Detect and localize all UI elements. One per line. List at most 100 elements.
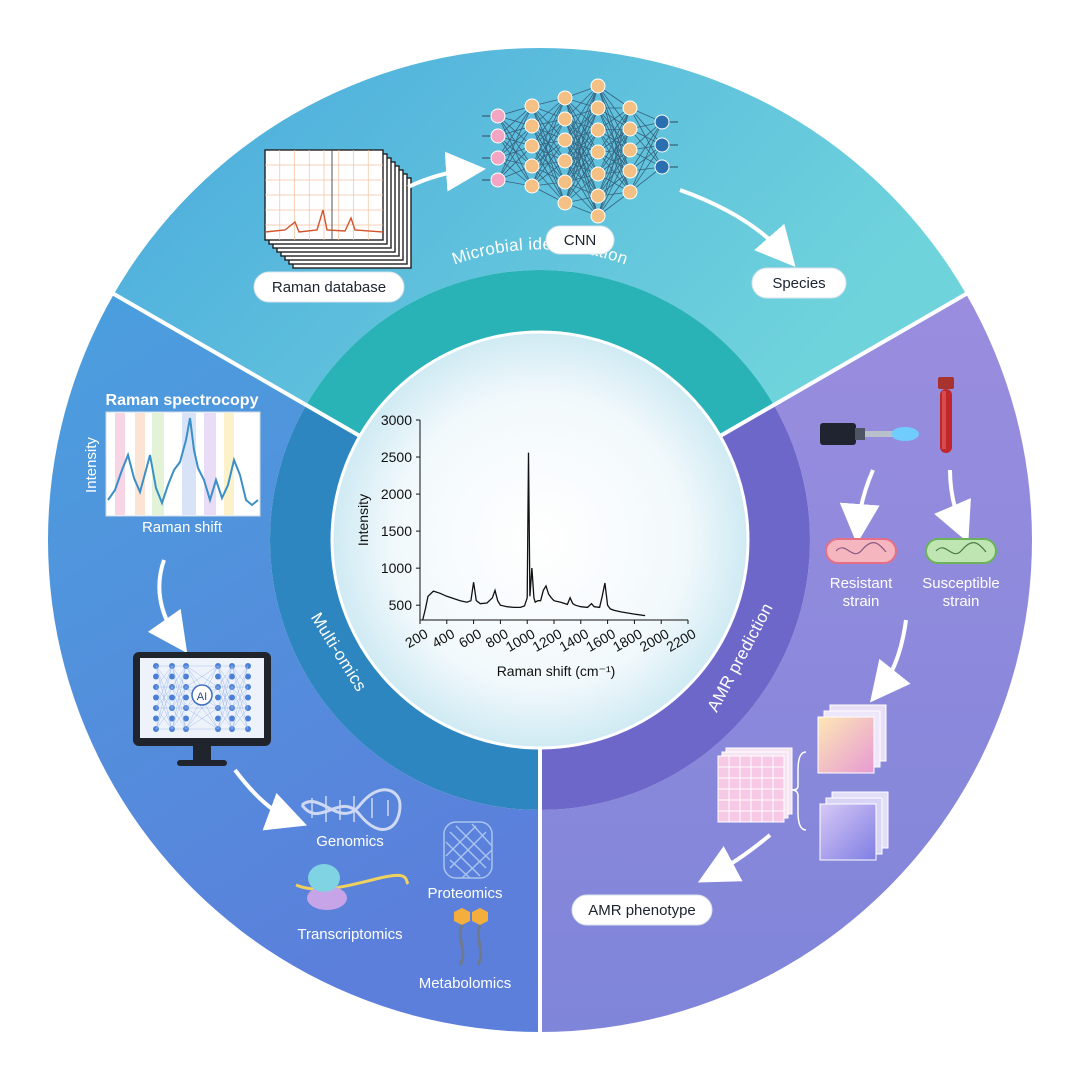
cnn-node bbox=[557, 153, 573, 169]
cnn-node bbox=[524, 118, 540, 134]
ai-node bbox=[169, 715, 175, 722]
species-pill: Species bbox=[751, 267, 847, 299]
ai-node bbox=[215, 694, 221, 701]
arrow-to-resistant bbox=[839, 469, 880, 544]
ai-badge bbox=[191, 684, 213, 706]
ai-node bbox=[215, 673, 221, 680]
cnn-node bbox=[622, 100, 638, 116]
mini-spectrum-y-label: Intensity bbox=[83, 437, 100, 493]
cnn-node bbox=[490, 150, 506, 166]
cnn-node bbox=[490, 172, 506, 188]
chart-series-line bbox=[422, 452, 646, 621]
segment-amr-prediction bbox=[540, 294, 1032, 1032]
arrow-spectrum-to-ai bbox=[147, 559, 188, 654]
protein-icon bbox=[443, 821, 493, 879]
resistant-label-line2: strain bbox=[843, 593, 880, 610]
cnn-node bbox=[622, 163, 638, 179]
cnn-node bbox=[524, 138, 540, 154]
chart-y-axis-label: Intensity bbox=[355, 494, 371, 546]
chart-y-tick-label: 3000 bbox=[381, 412, 412, 428]
resistant-label-line1: Resistant bbox=[830, 575, 893, 592]
ai-node bbox=[215, 715, 221, 722]
cnn-network bbox=[482, 78, 678, 224]
ai-node bbox=[183, 715, 189, 722]
mini-spectrum-line bbox=[107, 417, 259, 507]
cnn-node bbox=[557, 195, 573, 211]
chart-y-tick-label: 2000 bbox=[381, 486, 412, 502]
susceptible-strain-icon bbox=[925, 538, 997, 564]
ai-node bbox=[169, 694, 175, 701]
ai-node bbox=[229, 673, 235, 680]
cnn-node bbox=[557, 174, 573, 190]
ai-node bbox=[169, 673, 175, 680]
cnn-node bbox=[590, 166, 606, 182]
arrow-ai-to-omics bbox=[233, 768, 308, 831]
feature-map-stack-a bbox=[817, 704, 887, 774]
cnn-node bbox=[622, 142, 638, 158]
transcription-icon bbox=[295, 864, 410, 910]
chart-x-axis-label: Raman shift (cm⁻¹) bbox=[497, 663, 616, 679]
mini-spectrum-panel bbox=[105, 411, 261, 517]
raman-database-stack bbox=[264, 149, 412, 269]
ai-node bbox=[153, 673, 159, 680]
separator-left bbox=[111, 291, 361, 438]
cnn-node bbox=[622, 184, 638, 200]
ring-amr-prediction bbox=[540, 405, 810, 810]
ai-node bbox=[245, 715, 251, 722]
cnn-node bbox=[590, 188, 606, 204]
cnn-node bbox=[557, 90, 573, 106]
metabolite-icon bbox=[454, 908, 488, 966]
ai-node bbox=[153, 694, 159, 701]
omics-label-genomics: Genomics bbox=[316, 833, 384, 850]
cnn-node bbox=[622, 121, 638, 137]
ring-microbial-identification bbox=[306, 270, 774, 436]
ai-node bbox=[153, 715, 159, 722]
cnn-node bbox=[654, 114, 670, 130]
ai-badge-label: AI bbox=[197, 691, 207, 703]
cnn-node bbox=[524, 158, 540, 174]
susceptible-label-line2: strain bbox=[943, 593, 980, 610]
svg-text:Species: Species bbox=[772, 275, 825, 292]
svg-text:AMR phenotype: AMR phenotype bbox=[588, 902, 696, 919]
mini-spectrum-x-label: Raman shift bbox=[142, 519, 223, 536]
cnn-node bbox=[590, 144, 606, 160]
ai-node bbox=[245, 673, 251, 680]
ai-node bbox=[183, 694, 189, 701]
cnn-node bbox=[524, 98, 540, 114]
raman-spectroscopy-title: Raman spectrocopy bbox=[106, 392, 259, 409]
cnn-node bbox=[590, 78, 606, 94]
chart-y-tick-label: 1500 bbox=[381, 523, 412, 539]
svg-text:CNN: CNN bbox=[564, 232, 597, 249]
arrow-to-amr-phenotype bbox=[697, 833, 772, 883]
cnn-node bbox=[490, 108, 506, 124]
omics-label-metabolomics: Metabolomics bbox=[419, 975, 512, 992]
svg-text:Raman database: Raman database bbox=[272, 279, 386, 296]
separator-right bbox=[719, 291, 969, 438]
database-spectrum bbox=[264, 209, 384, 233]
light-source-icon bbox=[820, 423, 919, 445]
feature-map-stack-b bbox=[819, 791, 889, 861]
chart-y-tick-label: 1000 bbox=[381, 560, 412, 576]
resistant-strain-icon bbox=[825, 538, 897, 564]
chart-y-tick-label: 500 bbox=[389, 597, 413, 613]
segment-separators bbox=[111, 291, 969, 1034]
arrow-cnn-to-species bbox=[679, 188, 796, 268]
ai-monitor: AI bbox=[133, 652, 271, 766]
cnn-node bbox=[557, 111, 573, 127]
ai-node bbox=[229, 694, 235, 701]
chart-y-tick-label: 2500 bbox=[381, 449, 412, 465]
cnn-node bbox=[654, 137, 670, 153]
segment-microbial-identification bbox=[113, 48, 967, 406]
ai-node bbox=[229, 715, 235, 722]
raman-database-pill: Raman database bbox=[253, 271, 405, 303]
dna-helix-icon bbox=[300, 788, 402, 831]
cnn-pill: CNN bbox=[545, 225, 615, 255]
arrow-to-susceptible bbox=[934, 469, 971, 543]
susceptible-label-line1: Susceptible bbox=[922, 575, 1000, 592]
cnn-node bbox=[524, 178, 540, 194]
cnn-node bbox=[490, 128, 506, 144]
cnn-node bbox=[654, 159, 670, 175]
cnn-node bbox=[590, 100, 606, 116]
